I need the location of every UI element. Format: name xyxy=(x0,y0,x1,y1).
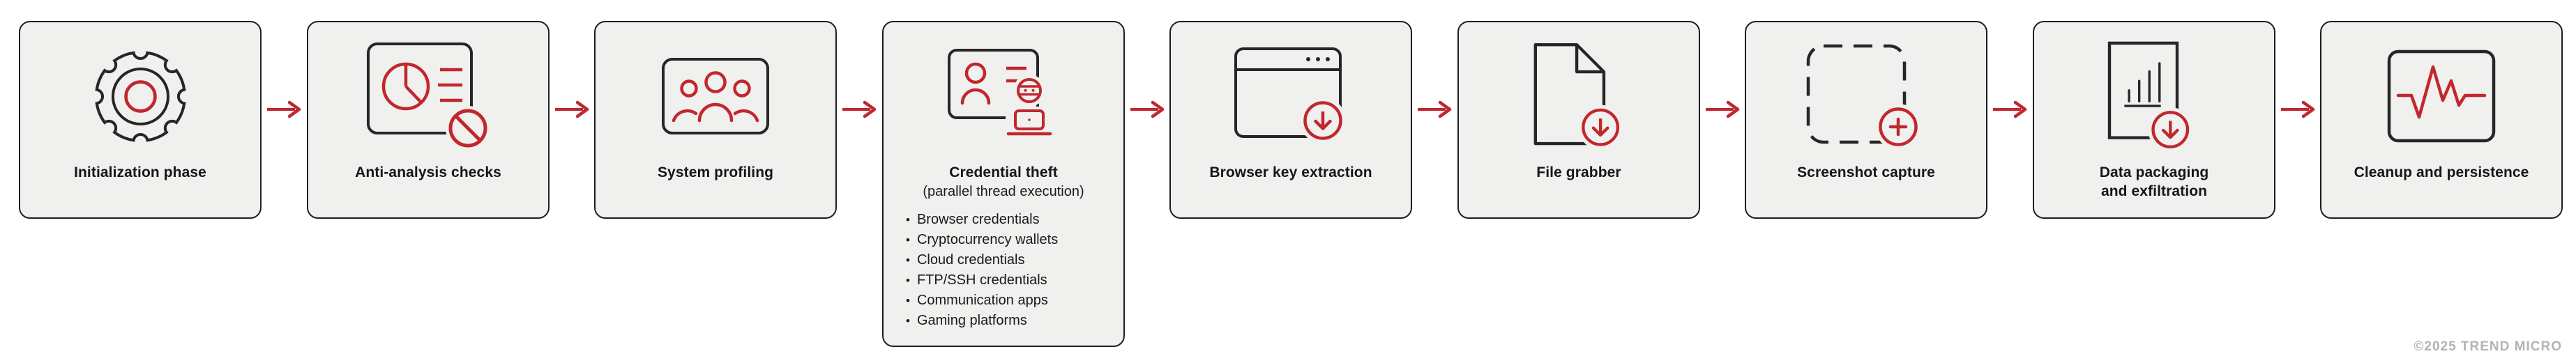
arrow-right-icon xyxy=(1416,100,1453,118)
step-initialization-phase: Initialization phase xyxy=(19,21,262,219)
gear-icon xyxy=(86,40,195,152)
step-label: Data packaging and exfiltration xyxy=(2100,163,2209,201)
step-credential-theft: Credential theft (parallel thread execut… xyxy=(882,21,1125,347)
list-item: Cloud credentials xyxy=(906,250,1058,270)
arrow-right-icon xyxy=(1704,100,1741,118)
step-label-line-2: and exfiltration xyxy=(2100,183,2208,199)
step-label: Credential theft xyxy=(949,164,1058,180)
arrow-right-icon xyxy=(841,100,877,118)
list-item: Browser credentials xyxy=(906,210,1058,230)
step-label-line-1: Data packaging xyxy=(2099,164,2209,180)
credential-theft-target-list: Browser credentials Cryptocurrency walle… xyxy=(884,210,1069,331)
file-download-icon xyxy=(1531,40,1627,152)
id-card-hacker-icon xyxy=(947,40,1060,152)
step-cleanup-persistence: Cleanup and persistence xyxy=(2320,21,2563,219)
arrow-right-icon xyxy=(554,100,590,118)
step-sublabel: (parallel thread execution) xyxy=(923,184,1084,199)
list-item: FTP/SSH credentials xyxy=(906,270,1058,291)
step-browser-key-extraction: Browser key extraction xyxy=(1169,21,1412,219)
pie-chart-blocked-icon xyxy=(366,40,490,152)
pulse-monitor-icon xyxy=(2387,40,2496,152)
arrow-right-icon xyxy=(2280,100,2316,118)
step-label: Anti-analysis checks xyxy=(355,164,501,180)
arrow-right-icon xyxy=(266,100,302,118)
copyright-notice: ©2025 TREND MICRO xyxy=(2414,339,2562,354)
step-anti-analysis-checks: Anti-analysis checks xyxy=(307,21,550,219)
browser-download-icon xyxy=(1234,40,1348,152)
step-system-profiling: System profiling xyxy=(594,21,837,219)
step-label: Cleanup and persistence xyxy=(2354,164,2529,180)
step-screenshot-capture: Screenshot capture xyxy=(1745,21,1987,219)
report-download-icon xyxy=(2107,40,2202,152)
step-data-packaging-exfiltration: Data packaging and exfiltration xyxy=(2033,21,2275,219)
step-label: Screenshot capture xyxy=(1797,164,1935,180)
step-file-grabber: File grabber xyxy=(1457,21,1700,219)
screenshot-add-icon xyxy=(1805,40,1927,152)
user-group-icon xyxy=(661,40,770,152)
step-label: File grabber xyxy=(1536,164,1621,180)
step-label: Initialization phase xyxy=(74,164,206,180)
arrow-right-icon xyxy=(1129,100,1165,118)
step-label: Browser key extraction xyxy=(1209,164,1372,180)
list-item: Cryptocurrency wallets xyxy=(906,230,1058,250)
list-item: Gaming platforms xyxy=(906,311,1058,331)
list-item: Communication apps xyxy=(906,291,1058,311)
step-label: System profiling xyxy=(657,164,774,180)
arrow-right-icon xyxy=(1992,100,2028,118)
